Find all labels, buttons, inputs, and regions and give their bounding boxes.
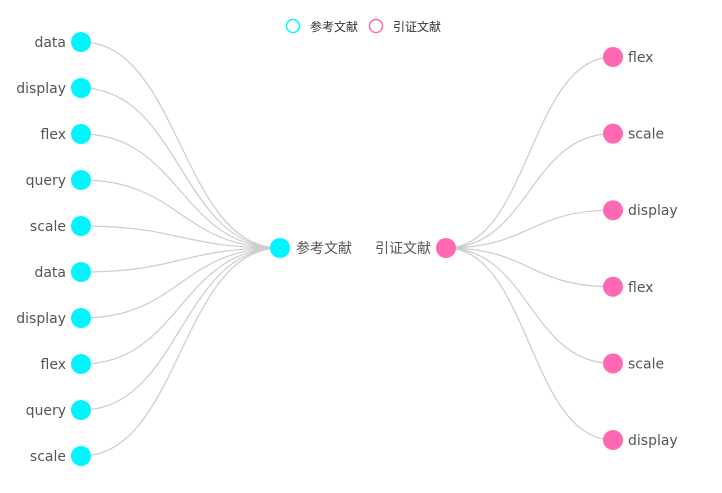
center-node-citation[interactable]: 引证文献: [375, 238, 456, 258]
citation-edge: [445, 247, 614, 288]
reference-node[interactable]: data: [34, 262, 91, 282]
citation-node-dot[interactable]: [603, 353, 623, 374]
reference-node-dot[interactable]: [71, 170, 91, 190]
citation-node[interactable]: flex: [603, 47, 653, 67]
center-reference-label: 参考文献: [296, 240, 352, 257]
reference-node-label: query: [26, 403, 66, 419]
legend-citation-marker: [368, 18, 384, 34]
reference-node[interactable]: display: [16, 78, 91, 98]
reference-edge: [80, 179, 281, 249]
reference-node-label: flex: [41, 357, 66, 373]
reference-edge: [80, 247, 281, 365]
reference-edge: [80, 225, 281, 249]
citation-node-dot[interactable]: [603, 276, 623, 297]
reference-node-dot[interactable]: [71, 446, 91, 466]
reference-node-dot[interactable]: [71, 32, 91, 52]
reference-node-label: scale: [30, 449, 66, 465]
citation-edge: [445, 56, 614, 249]
reference-node-label: query: [26, 173, 66, 189]
reference-edge: [80, 133, 281, 249]
reference-node[interactable]: query: [26, 400, 91, 420]
legend-reference-marker: [285, 18, 301, 34]
reference-edge: [80, 87, 281, 249]
citation-node[interactable]: flex: [603, 276, 653, 297]
citation-node-label: flex: [628, 280, 653, 296]
center-node-reference[interactable]: 参考文献: [270, 238, 352, 258]
reference-node-label: data: [34, 35, 66, 51]
reference-node-dot[interactable]: [71, 78, 91, 98]
reference-node[interactable]: scale: [30, 446, 91, 466]
legend-reference-label: 参考文献: [310, 19, 358, 34]
reference-node-dot[interactable]: [71, 216, 91, 236]
reference-node-group: data display flex query scale data display flex…: [16, 32, 91, 466]
reference-node-label: scale: [30, 219, 66, 235]
center-citation-label: 引证文献: [375, 241, 431, 257]
citation-edge: [445, 247, 614, 441]
citation-node-dot[interactable]: [603, 47, 623, 67]
reference-node-label: display: [16, 311, 66, 327]
reference-node-dot[interactable]: [71, 262, 91, 282]
reference-node[interactable]: display: [16, 308, 91, 328]
citation-node[interactable]: scale: [603, 353, 664, 374]
legend-item-citation[interactable]: 引证文献: [368, 18, 442, 34]
reference-edge: [80, 247, 281, 457]
edge-layer: [80, 41, 614, 457]
citation-node-label: flex: [628, 50, 653, 66]
citation-edge: [445, 133, 614, 249]
reference-node[interactable]: data: [34, 32, 91, 52]
reference-node-label: data: [34, 265, 66, 281]
center-node-group: 参考文献 引证文献: [270, 238, 456, 258]
reference-node[interactable]: query: [26, 170, 91, 190]
reference-edge: [80, 247, 281, 319]
reference-edge: [80, 247, 281, 273]
legend-citation-label: 引证文献: [393, 19, 441, 34]
reference-node-label: flex: [41, 127, 66, 143]
citation-edge: [445, 247, 614, 364]
reference-node[interactable]: scale: [30, 216, 91, 236]
reference-node-dot[interactable]: [71, 308, 91, 328]
reference-node-dot[interactable]: [71, 354, 91, 374]
center-citation-dot[interactable]: [436, 238, 456, 258]
citation-node-dot[interactable]: [603, 200, 623, 221]
legend: 参考文献 引证文献: [285, 18, 442, 34]
reference-edge: [80, 247, 281, 411]
legend-item-reference[interactable]: 参考文献: [285, 18, 359, 34]
citation-node-dot[interactable]: [603, 430, 623, 450]
citation-node[interactable]: display: [603, 430, 678, 450]
citation-node[interactable]: scale: [603, 123, 664, 144]
reference-node[interactable]: flex: [41, 354, 91, 374]
citation-node[interactable]: display: [603, 200, 678, 221]
reference-node-dot[interactable]: [71, 400, 91, 420]
citation-node-label: display: [628, 203, 678, 219]
citation-node-label: display: [628, 433, 678, 449]
citation-node-group: flex scale display flex scale display: [603, 47, 678, 450]
citation-edge: [445, 209, 614, 249]
citation-node-label: scale: [628, 356, 664, 372]
citation-node-dot[interactable]: [603, 123, 623, 144]
reference-node-dot[interactable]: [71, 124, 91, 144]
citation-node-label: scale: [628, 127, 664, 143]
reference-node[interactable]: flex: [41, 124, 91, 144]
center-reference-dot[interactable]: [270, 238, 290, 258]
reference-node-label: display: [16, 81, 66, 97]
reference-edge: [80, 41, 281, 249]
